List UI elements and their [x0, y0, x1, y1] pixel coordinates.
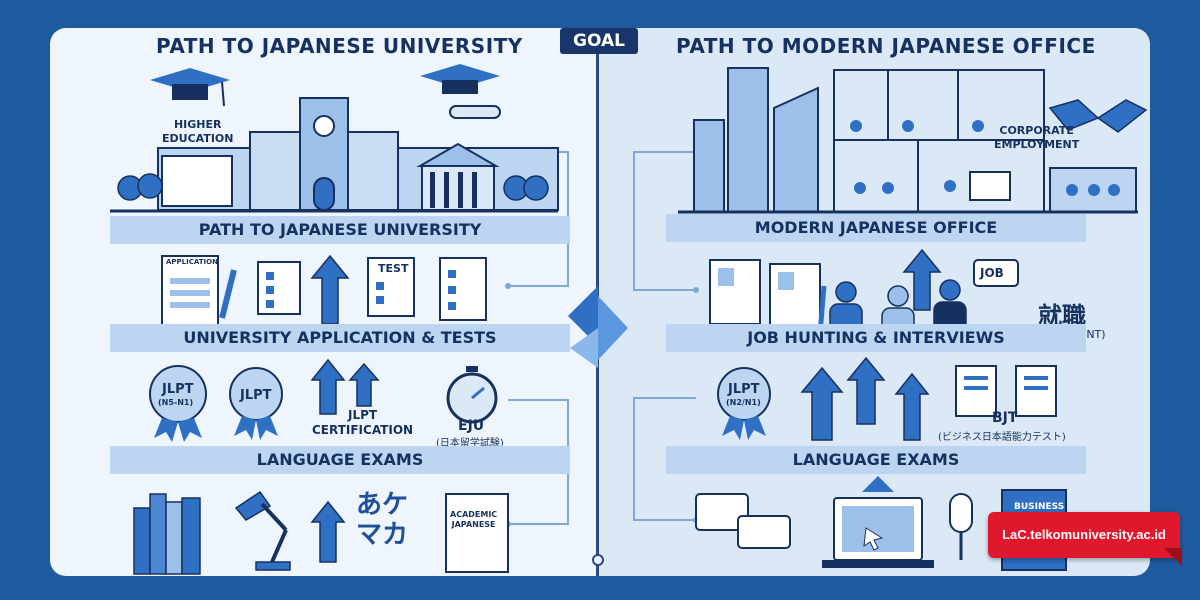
up-arrow-icon [348, 362, 380, 407]
resume-icon [709, 259, 761, 325]
application-form-icon [161, 255, 219, 327]
bjt-japanese-label: (ビジネス日本語能力テスト) [938, 432, 1066, 443]
eju-label: EJU [458, 418, 485, 434]
kana-characters: あケ マカ [356, 490, 409, 550]
resume-icon [769, 263, 821, 329]
speech-bubble-icon [973, 259, 1019, 287]
skyscraper-icon [693, 67, 819, 213]
academic-japanese-label: ACADEMIC JAPANESE [450, 510, 498, 529]
jlpt-medal-1-level: (N5-N1) [158, 398, 194, 407]
infographic-frame: PATH TO JAPANESE UNIVERSITY GOAL PATH TO… [50, 28, 1150, 576]
graduation-cap-icon [420, 64, 501, 119]
up-arrow-icon [846, 356, 886, 425]
application-icons [161, 254, 487, 327]
left-title: PATH TO JAPANESE UNIVERSITY [156, 34, 523, 58]
job-bubble-label: JOB [980, 266, 1004, 280]
left-band-university: PATH TO JAPANESE UNIVERSITY [110, 216, 570, 244]
badge-curl [1164, 548, 1182, 566]
study-icons [133, 490, 509, 575]
jlpt-medal-2-label: JLPT [240, 388, 272, 403]
jlpt-certification-label: JLPT CERTIFICATION [312, 408, 414, 437]
jlpt-medal-icon [717, 367, 771, 440]
up-arrow-icon [310, 358, 346, 415]
scroll-icon [445, 493, 509, 573]
office-scene [678, 67, 1148, 214]
jlpt-medal-level: (N2/N1) [726, 398, 761, 407]
meeting-room-icon [1049, 167, 1137, 213]
jlpt-medal-1-label: JLPT [162, 382, 194, 397]
communication-icons [695, 476, 1067, 571]
right-band-job-hunting: JOB HUNTING & INTERVIEWS [666, 324, 1086, 352]
books-icon [133, 493, 201, 575]
jlpt-medal-icon [229, 367, 283, 440]
exam-icons [149, 358, 498, 442]
certificate-icon [955, 365, 997, 417]
up-arrow-icon [894, 372, 930, 441]
right-band-office: MODERN JAPANESE OFFICE [666, 214, 1086, 242]
eju-japanese-label: (日本留学試験) [436, 438, 504, 449]
up-arrow-icon [902, 248, 942, 311]
business-book-label: BUSINESS [1014, 502, 1065, 512]
checklist-icon [257, 261, 301, 315]
jlpt-medal-icon [149, 365, 207, 442]
university-scene [110, 64, 559, 213]
up-arrow-icon [800, 366, 844, 441]
up-arrow-icon [310, 500, 346, 563]
higher-education-label: HIGHER EDUCATION [162, 118, 234, 145]
tree-icon [117, 173, 549, 201]
left-band-language: LANGUAGE EXAMS [110, 446, 570, 474]
application-form-label: APPLICATION [166, 258, 218, 266]
desk-lamp-icon [234, 490, 291, 571]
pen-icon [219, 269, 237, 319]
test-sheet-icon [367, 257, 415, 317]
corporate-employment-label: CORPORATE EMPLOYMENT [994, 124, 1080, 151]
clipboard-icon [439, 257, 487, 321]
side-icons-left [70, 76, 90, 494]
up-arrow-icon [862, 476, 894, 492]
right-title: PATH TO MODERN JAPANESE OFFICE [676, 34, 1096, 58]
test-sheet-label: TEST [378, 262, 409, 275]
chat-bubbles-icon [695, 493, 791, 549]
up-arrow-icon [310, 254, 350, 325]
timeline-end-node [592, 554, 604, 566]
job-hunting-icons [709, 248, 1019, 335]
certificate-icon [1015, 365, 1057, 417]
right-exam-icons [717, 356, 1057, 441]
handshake-icon [1048, 99, 1148, 133]
microphone-icon [949, 493, 973, 560]
graduation-cap-icon [150, 68, 230, 107]
left-band-application: UNIVERSITY APPLICATION & TESTS [110, 324, 570, 352]
laptop-icon [822, 497, 934, 568]
bjt-label: BJT [992, 410, 1018, 426]
source-badge[interactable]: LaC.telkomuniversity.ac.id [988, 512, 1180, 558]
right-band-language: LANGUAGE EXAMS [666, 446, 1086, 474]
stopwatch-icon [446, 366, 498, 424]
jlpt-medal-label: JLPT [728, 382, 760, 397]
goal-label: GOAL [560, 28, 638, 54]
